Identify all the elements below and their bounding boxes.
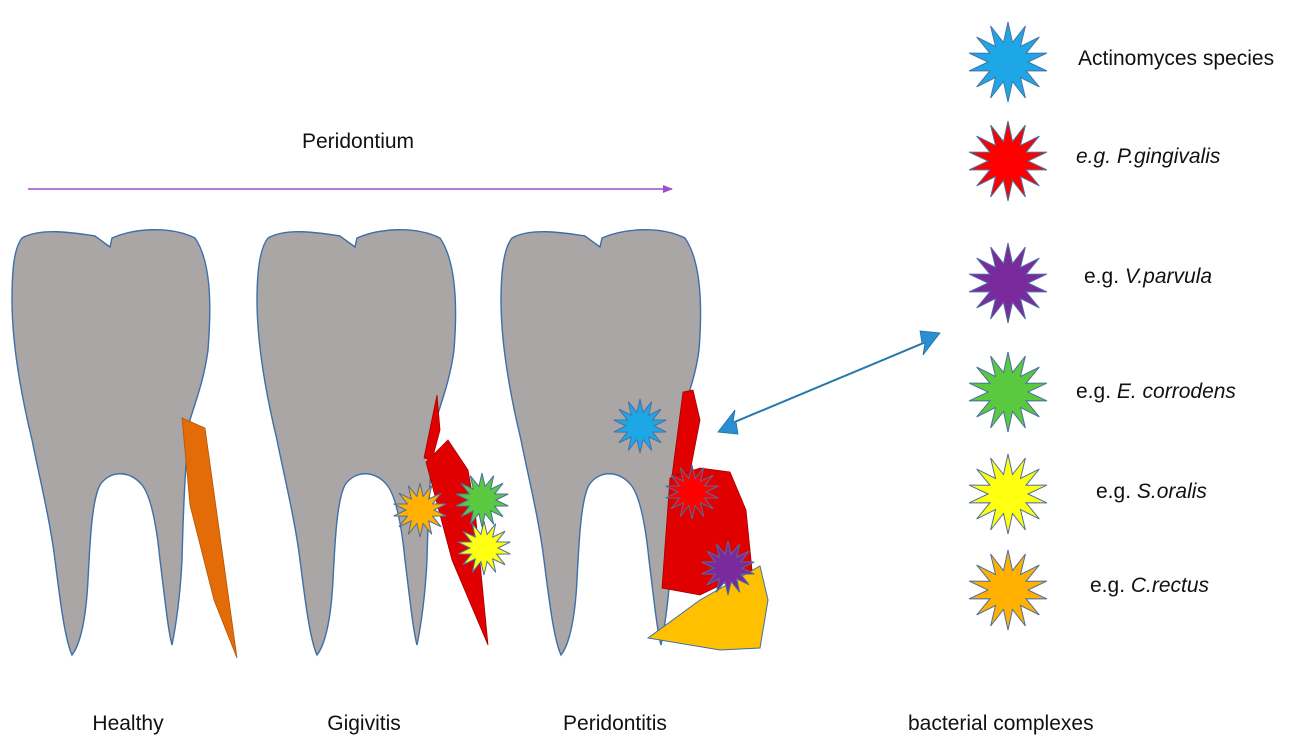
legend-item-5-prefix: e.g. <box>1090 574 1131 597</box>
stage-label-healthy: Healthy <box>92 712 163 736</box>
tooth-gingivitis <box>257 230 456 655</box>
legend-item-3-prefix: e.g. <box>1076 380 1117 403</box>
legend-item-3: e.g. E. corrodens <box>1076 380 1236 404</box>
legend-item-4-prefix: e.g. <box>1096 480 1137 503</box>
legend-item-2: e.g. V.parvula <box>1084 265 1212 289</box>
legend-item-5: e.g. C.rectus <box>1090 574 1209 598</box>
legend-star-icon-0 <box>969 22 1047 102</box>
legend-star-icon-3 <box>969 352 1047 432</box>
legend-item-3-name: E. corrodens <box>1117 380 1236 403</box>
stage-label-periodontitis: Peridontitis <box>563 712 667 736</box>
legend-item-1: e.g. P.gingivalis <box>1076 145 1220 169</box>
tooth-periodontitis <box>501 230 701 655</box>
legend-item-0-name: Actinomyces species <box>1078 47 1274 70</box>
legend-star-icon-1 <box>969 121 1047 201</box>
legend-star-icon-4 <box>969 454 1047 534</box>
legend-icons-group <box>969 22 1047 630</box>
legend-item-0: Actinomyces species <box>1078 47 1274 71</box>
detail-link-arrow <box>718 331 940 434</box>
legend-item-2-name: V.parvula <box>1125 265 1212 288</box>
stage-label-gingivitis: Gigivitis <box>327 712 401 736</box>
legend-item-4-name: S.oralis <box>1137 480 1207 503</box>
teeth-group <box>12 230 701 655</box>
legend-star-icon-5 <box>969 550 1047 630</box>
legend-item-4: e.g. S.oralis <box>1096 480 1207 504</box>
legend-item-5-name: C.rectus <box>1131 574 1209 597</box>
legend-title: bacterial complexes <box>908 712 1094 736</box>
periodontium-label: Peridontium <box>302 130 414 154</box>
legend-item-2-prefix: e.g. <box>1084 265 1125 288</box>
legend-star-icon-2 <box>969 243 1047 323</box>
tooth-healthy <box>12 230 210 655</box>
gum-tissue-group <box>182 390 768 658</box>
legend-item-1-name: e.g. P.gingivalis <box>1076 145 1220 168</box>
healthy-gum <box>182 418 237 658</box>
